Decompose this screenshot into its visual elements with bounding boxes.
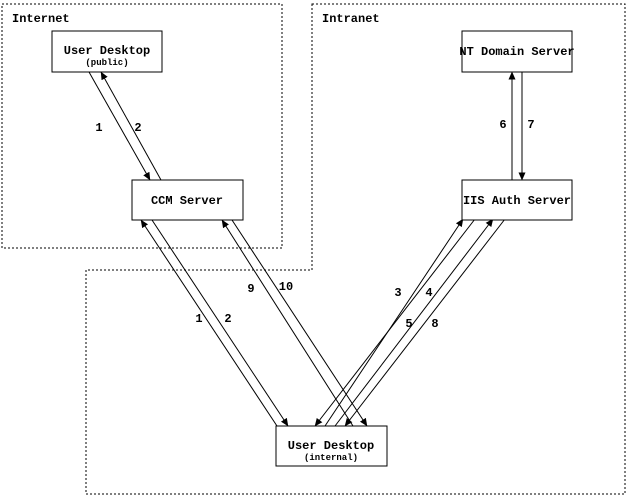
flow-label-1-internal: 1 — [195, 312, 202, 326]
node-iis-auth-server: IIS Auth Server — [461, 179, 573, 221]
user-desktop-internal-box — [275, 425, 388, 467]
flow-arrow-1-public-desktop-to-ccm — [88, 71, 151, 181]
iis-auth-server-box — [461, 179, 573, 221]
flow-label-5: 5 — [405, 317, 412, 331]
internet-zone-border — [1, 3, 283, 249]
flow-label-4: 4 — [425, 286, 432, 300]
nt-domain-server-title: NT Domain Server — [459, 45, 574, 59]
iis-auth-server-title: IIS Auth Server — [463, 194, 571, 208]
flow-arrow-9-internal-desktop-to-ccm — [221, 219, 354, 427]
node-user-desktop-public: User Desktop (public) — [51, 30, 163, 73]
flow-label-1-public: 1 — [95, 121, 102, 135]
flow-label-3: 3 — [394, 286, 401, 300]
user-desktop-internal-title: User Desktop — [288, 439, 374, 453]
flow-arrow-8-iis-to-internal-desktop — [344, 218, 506, 427]
ccm-server-box — [131, 179, 244, 221]
flow-label-10: 10 — [279, 280, 293, 294]
flow-arrow-10-ccm-to-internal-desktop — [231, 219, 368, 427]
node-ccm-server: CCM Server — [131, 179, 244, 221]
flow-label-8: 8 — [431, 317, 438, 331]
flow-label-7: 7 — [527, 118, 534, 132]
user-desktop-internal-subtitle: (internal) — [304, 453, 358, 463]
node-user-desktop-internal: User Desktop (internal) — [275, 425, 388, 467]
user-desktop-public-subtitle: (public) — [85, 58, 128, 68]
user-desktop-public-box — [51, 30, 163, 73]
internet-zone-label: Internet — [12, 12, 70, 26]
intranet-zone-border — [85, 3, 626, 495]
flow-arrow-5-internal-desktop-to-iis — [334, 218, 494, 427]
flow-label-2-public: 2 — [134, 121, 141, 135]
ccm-server-title: CCM Server — [151, 194, 223, 208]
flow-arrow-2-ccm-to-public-desktop — [100, 71, 162, 181]
intranet-zone-label: Intranet — [322, 12, 380, 26]
nt-domain-server-box — [461, 30, 573, 73]
flow-label-9: 9 — [247, 282, 254, 296]
flow-arrow-2-ccm-to-internal-desktop — [151, 219, 289, 427]
node-nt-domain-server: NT Domain Server — [459, 30, 575, 73]
flow-arrow-4-iis-to-internal-desktop — [314, 218, 476, 427]
flow-arrow-3-internal-desktop-to-iis — [324, 218, 464, 427]
flow-arrow-1-internal-desktop-to-ccm — [140, 219, 278, 427]
flow-label-6: 6 — [499, 118, 506, 132]
user-desktop-public-title: User Desktop — [64, 44, 150, 58]
flow-label-2-internal: 2 — [224, 312, 231, 326]
